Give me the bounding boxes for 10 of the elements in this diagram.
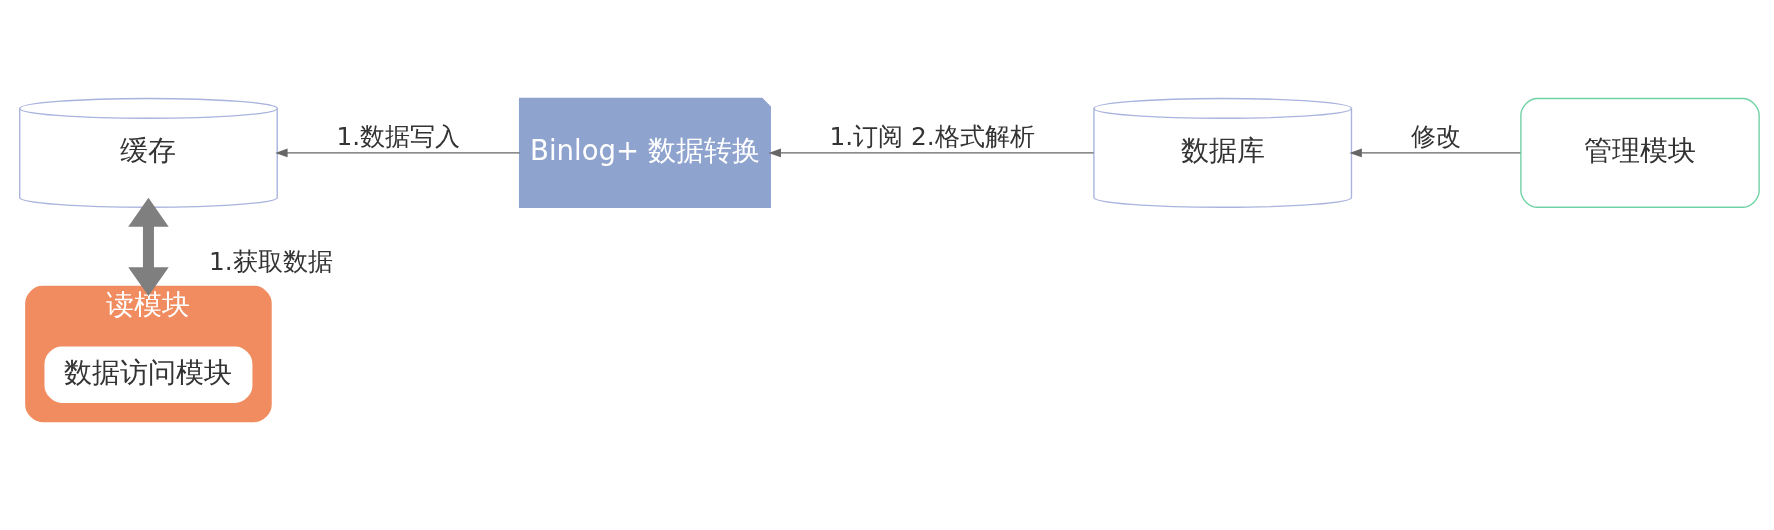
arrow [275, 148, 521, 157]
edge-label: 1.订阅 2.格式解析 [829, 121, 1035, 151]
edge-label: 修改 [1411, 121, 1462, 151]
arrow [128, 197, 169, 296]
node-box: 数据访问模块 [44, 345, 253, 403]
arrow [768, 148, 1095, 157]
edge-label: 1.数据写入 [336, 121, 461, 151]
node-box: 管理模块 [1520, 97, 1760, 208]
edge-label: 1.获取数据 [209, 246, 333, 276]
arrow [1349, 148, 1522, 157]
